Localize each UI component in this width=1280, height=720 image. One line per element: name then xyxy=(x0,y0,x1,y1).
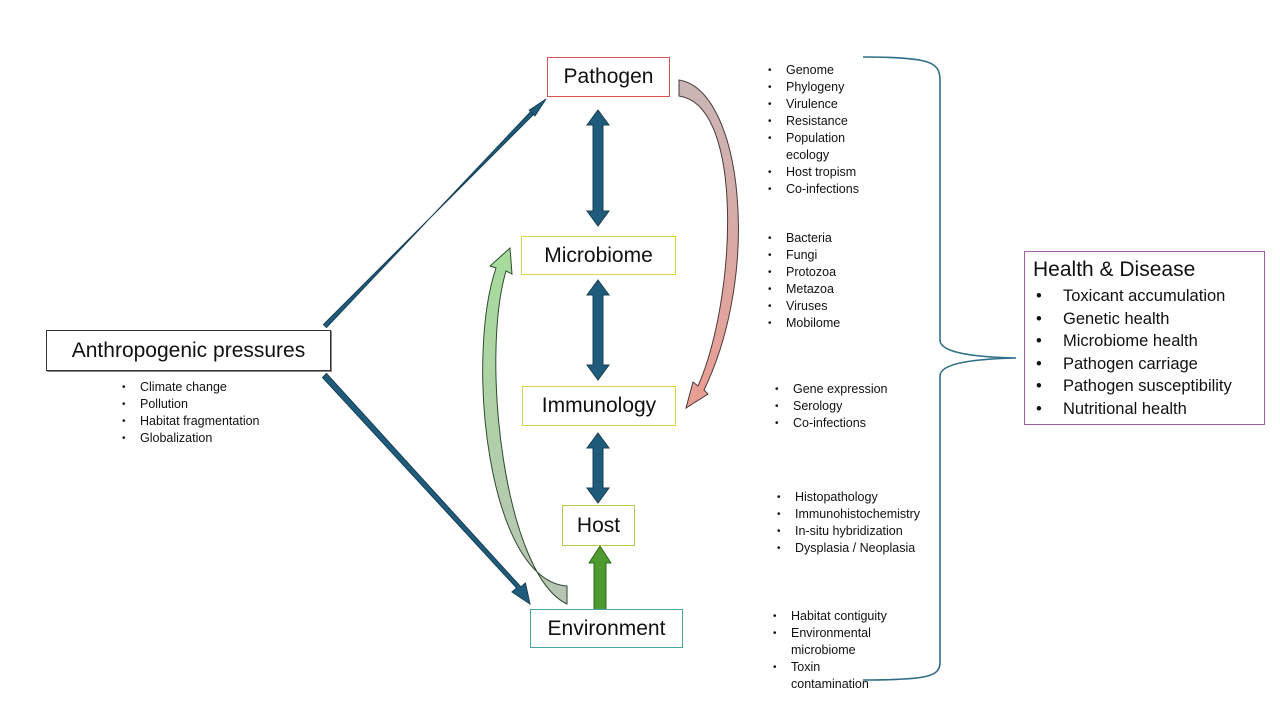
list-item: Habitat fragmentation xyxy=(122,413,260,430)
microbiome-factor-list: BacteriaFungiProtozoaMetazoaVirusesMobil… xyxy=(768,230,840,332)
arrow-microbiome-immunology xyxy=(586,279,610,381)
list-item: Mobilome xyxy=(768,315,840,332)
arrow-anthropogenic-to-environment xyxy=(321,372,531,606)
node-immunology: Immunology xyxy=(522,386,676,426)
host-factor-list: HistopathologyImmunohistochemistryIn-sit… xyxy=(777,489,920,557)
node-anthropogenic-pressures: Anthropogenic pressures xyxy=(46,330,331,371)
arrow-environment-to-host xyxy=(588,545,612,611)
list-item: Globalization xyxy=(122,430,260,447)
node-host: Host xyxy=(562,505,635,546)
list-item: Serology xyxy=(775,398,888,415)
list-item: Protozoa xyxy=(768,264,840,281)
list-item: Dysplasia / Neoplasia xyxy=(777,540,920,557)
list-item: Viruses xyxy=(768,298,840,315)
list-item: Environmental microbiome xyxy=(773,625,893,659)
node-environment: Environment xyxy=(530,609,683,648)
list-item: Pathogen carriage xyxy=(1033,353,1256,376)
arrow-immunology-host xyxy=(586,432,610,504)
arrow-pathogen-to-immunology xyxy=(678,79,739,410)
list-item: Genome xyxy=(768,62,873,79)
pathogen-factor-list: GenomePhylogenyVirulenceResistancePopula… xyxy=(768,62,873,198)
list-item: Microbiome health xyxy=(1033,330,1256,353)
list-item: Co-infections xyxy=(775,415,888,432)
list-item: Phylogeny xyxy=(768,79,873,96)
list-item: Genetic health xyxy=(1033,308,1256,331)
arrow-anthropogenic-to-pathogen xyxy=(322,98,547,329)
list-item: Metazoa xyxy=(768,281,840,298)
list-item: Immunohistochemistry xyxy=(777,506,920,523)
health-disease-title: Health & Disease xyxy=(1033,258,1196,281)
list-item: Pathogen susceptibility xyxy=(1033,375,1256,398)
health-disease-list: Toxicant accumulationGenetic healthMicro… xyxy=(1033,285,1256,421)
environment-factor-list: Habitat contiguityEnvironmental microbio… xyxy=(773,608,893,693)
list-item: Toxicant accumulation xyxy=(1033,285,1256,308)
list-item: Population ecology xyxy=(768,130,873,164)
list-item: Toxin contamination xyxy=(773,659,893,693)
list-item: Climate change xyxy=(122,379,260,396)
list-item: Host tropism xyxy=(768,164,873,181)
list-item: Resistance xyxy=(768,113,873,130)
list-item: Bacteria xyxy=(768,230,840,247)
list-item: Gene expression xyxy=(775,381,888,398)
list-item: In-situ hybridization xyxy=(777,523,920,540)
list-item: Habitat contiguity xyxy=(773,608,893,625)
list-item: Pollution xyxy=(122,396,260,413)
health-disease-box: Health & Disease Toxicant accumulationGe… xyxy=(1024,251,1265,425)
immunology-factor-list: Gene expressionSerologyCo-infections xyxy=(775,381,888,432)
list-item: Virulence xyxy=(768,96,873,113)
arrow-environment-to-microbiome xyxy=(482,246,568,605)
list-item: Histopathology xyxy=(777,489,920,506)
arrow-pathogen-microbiome xyxy=(586,109,610,227)
anthropogenic-factor-list: Climate changePollutionHabitat fragmenta… xyxy=(122,379,260,447)
list-item: Fungi xyxy=(768,247,840,264)
node-pathogen: Pathogen xyxy=(547,57,670,97)
list-item: Co-infections xyxy=(768,181,873,198)
brace-bracket xyxy=(862,56,1017,681)
list-item: Nutritional health xyxy=(1033,398,1256,421)
node-microbiome: Microbiome xyxy=(521,236,676,275)
